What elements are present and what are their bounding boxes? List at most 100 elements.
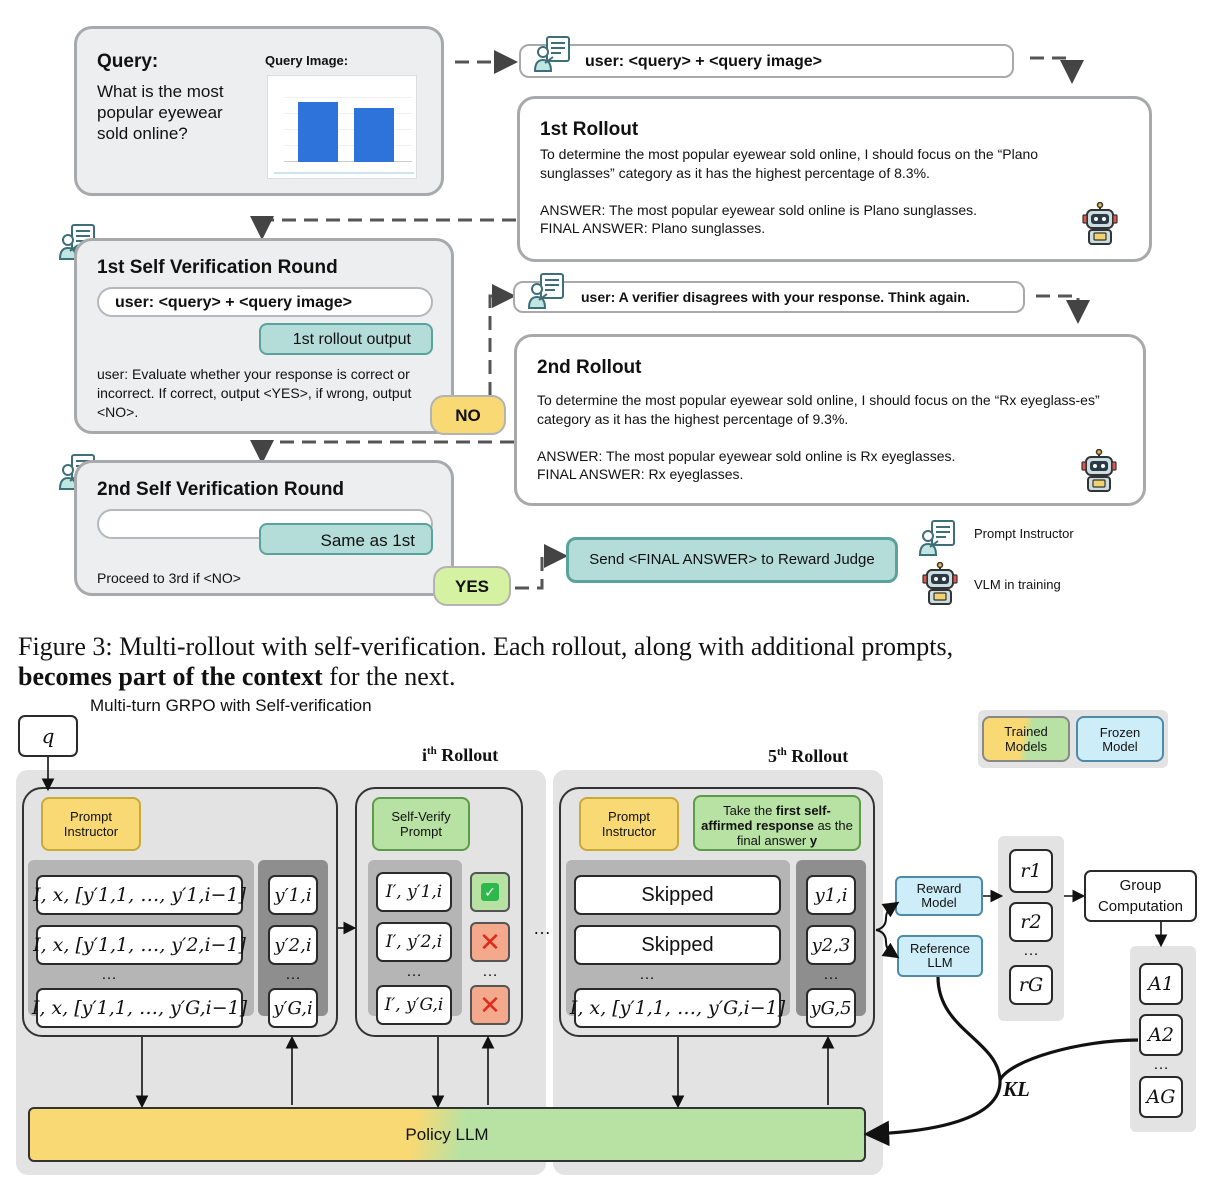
advantage-ellipsis: … (1153, 1056, 1169, 1073)
reward-r1: r1 (1009, 849, 1053, 893)
legend-trained-models: Trained Models (982, 716, 1070, 762)
first-self-affirmed-box: Take the first self-affirmed response as… (693, 795, 861, 851)
verify-mark-g: ✕ (470, 985, 510, 1025)
verify-1-user-prompt: user: <query> + <query image> (97, 287, 433, 317)
query-image-bar-1 (298, 102, 338, 162)
first-self-affirmed-b1: first self-affirmed response (701, 803, 831, 833)
legend-frozen-model: Frozen Model (1076, 716, 1164, 762)
query-q-box: q (18, 715, 78, 757)
reward-model-box: Reward Model (895, 876, 983, 916)
verdict-yes-text: YES (454, 577, 490, 596)
prompt-instructor-text: Prompt Instructor (63, 809, 119, 839)
context-row-2-text: I, x, [y′1,1, …, y′2,i−1] (33, 934, 246, 956)
prompt-instructor-text-5: Prompt Instructor (601, 809, 657, 839)
user-prompt-1-text: user: <query> + <query image> (585, 53, 823, 70)
rollout-1-answer: ANSWER: The most popular eyewear sold on… (540, 202, 978, 218)
output-row-1: y′1,i (268, 875, 318, 915)
final-output-1: y1,i (806, 875, 856, 915)
figure-3-caption: Figure 3: Multi-rollout with self-verifi… (18, 632, 1218, 692)
advantage-ag-text: AG (1146, 1086, 1176, 1108)
skipped-row-1: Skipped (574, 875, 781, 915)
verdict-yes-badge: YES (433, 566, 511, 606)
fifth-context-ellipsis: … (639, 966, 655, 983)
context-row-g: I, x, [y′1,1, …, y′G,i−1] (31, 988, 248, 1028)
output-ellipsis: … (285, 966, 301, 983)
ith-rollout-title: ith Rollout (422, 745, 498, 766)
caption-tail: for the next. (322, 662, 456, 691)
verify-mark-2: ✕ (470, 922, 510, 962)
verify-2-output-chip: Same as 1st (259, 523, 433, 555)
legend-prompt-instructor: Prompt Instructor (974, 526, 1074, 541)
verification-round-1: 1st Self Verification Round user: <query… (74, 238, 454, 434)
caption-bold: becomes part of the context (18, 662, 323, 691)
rollout-1-box: 1st Rollout To determine the most popula… (517, 96, 1152, 262)
advantage-a2-text: A2 (1148, 1024, 1174, 1046)
rollout-1-final: FINAL ANSWER: Plano sunglasses. (540, 220, 766, 236)
verification-round-2: 2nd Self Verification Round Same as 1st … (74, 460, 454, 596)
context-row-g-text: I, x, [y′1,1, …, y′G,i−1] (31, 997, 248, 1019)
fifth-context-row-g-text: I, x, [y′1,1, …, y′G,i−1] (569, 997, 786, 1019)
rollout-1-body: To determine the most popular eyewear so… (540, 146, 1039, 181)
verdict-no-text: NO (455, 406, 481, 425)
ith-rollout-generation (22, 787, 338, 1037)
verifier-disagree-text: user: A verifier disagrees with your res… (581, 289, 970, 305)
reward-r2: r2 (1009, 902, 1053, 942)
first-self-affirmed-text: Take the first self-affirmed response as… (695, 797, 859, 848)
rollout-1-title: 1st Rollout (540, 119, 639, 140)
verify-2-output-chip-text: Same as 1st (320, 531, 416, 550)
query-title: Query: (97, 51, 159, 72)
output-row-g: y′G,i (268, 988, 318, 1028)
final-output-g: yG,5 (806, 988, 856, 1028)
advantage-a1-text: A1 (1148, 973, 1174, 995)
fifth-rollout-post: Rollout (786, 746, 849, 766)
ith-rollout-sup: th (427, 745, 437, 757)
grpo-header: Multi-turn GRPO with Self-verification (90, 696, 372, 715)
verify-input-1-text: I′, y′1,i (385, 882, 443, 902)
final-output-ellipsis: … (823, 966, 839, 983)
verify-1-instruction: user: Evaluate whether your response is … (97, 366, 412, 420)
output-row-2: y′2,i (268, 925, 318, 965)
advantage-a2: A2 (1139, 1014, 1183, 1056)
skipped-row-2: Skipped (574, 925, 781, 965)
ith-rollout-post: Rollout (436, 745, 499, 765)
verify-1-title: 1st Self Verification Round (97, 257, 338, 278)
verify-mark-ellipsis: … (482, 963, 498, 980)
fifth-context-row-g: I, x, [y′1,1, …, y′G,i−1] (569, 988, 786, 1028)
verify-1-output-chip: 1st rollout output (259, 323, 433, 355)
rollout-2-box: 2nd Rollout To determine the most popula… (514, 334, 1146, 506)
verdict-no-badge: NO (430, 395, 506, 435)
policy-llm-text: Policy LLM (405, 1125, 489, 1144)
first-self-affirmed-p2: as the final answer (736, 818, 853, 848)
self-verify-prompt-text: Self-Verify Prompt (391, 809, 451, 839)
prompt-instructor-box: Prompt Instructor (41, 797, 141, 851)
verify-input-2-text: I′, y′2,i (385, 932, 443, 952)
verify-2-note: Proceed to 3rd if <NO> (97, 570, 241, 586)
context-row-2: I, x, [y′1,1, …, y′2,i−1] (33, 925, 246, 965)
output-row-1-text: y′1,i (274, 884, 312, 906)
verify-input-ellipsis: … (406, 963, 422, 980)
output-row-g-text: y′G,i (273, 997, 313, 1019)
verify-input-g-text: I′, y′G,i (384, 995, 444, 1015)
verifier-disagree-prompt: user: A verifier disagrees with your res… (513, 281, 1025, 313)
group-computation-text: Group Computation (1097, 877, 1184, 915)
verify-1-user-prompt-text: user: <query> + <query image> (115, 294, 353, 311)
verify-2-title: 2nd Self Verification Round (97, 479, 345, 500)
verify-input-g: I′, y′G,i (376, 985, 452, 1025)
cross-icon: ✕ (479, 927, 501, 957)
figure-3-connectors (250, 50, 1090, 590)
self-verify-frame (355, 787, 523, 1037)
reward-r1-text: r1 (1020, 860, 1042, 882)
query-text: What is the most popular eyewear sold on… (97, 82, 224, 143)
send-to-reward-judge-text: Send <FINAL ANSWER> to Reward Judge (589, 551, 875, 568)
prompt-instructor-box-5: Prompt Instructor (579, 797, 679, 851)
legend-frozen-text: Frozen Model (1099, 725, 1141, 754)
verify-1-output-chip-text: 1st rollout output (292, 331, 411, 348)
final-output-2-text: y2,3 (811, 934, 851, 956)
final-output-2: y2,3 (806, 925, 856, 965)
check-icon: ✓ (481, 883, 499, 901)
policy-llm-bar: Policy LLM (28, 1107, 866, 1162)
advantage-ag: AG (1139, 1076, 1183, 1118)
fifth-rollout-pre: 5 (768, 746, 777, 766)
reward-r2-text: r2 (1020, 911, 1042, 933)
rollout-2-final: FINAL ANSWER: Rx eyeglasses. (537, 466, 744, 482)
